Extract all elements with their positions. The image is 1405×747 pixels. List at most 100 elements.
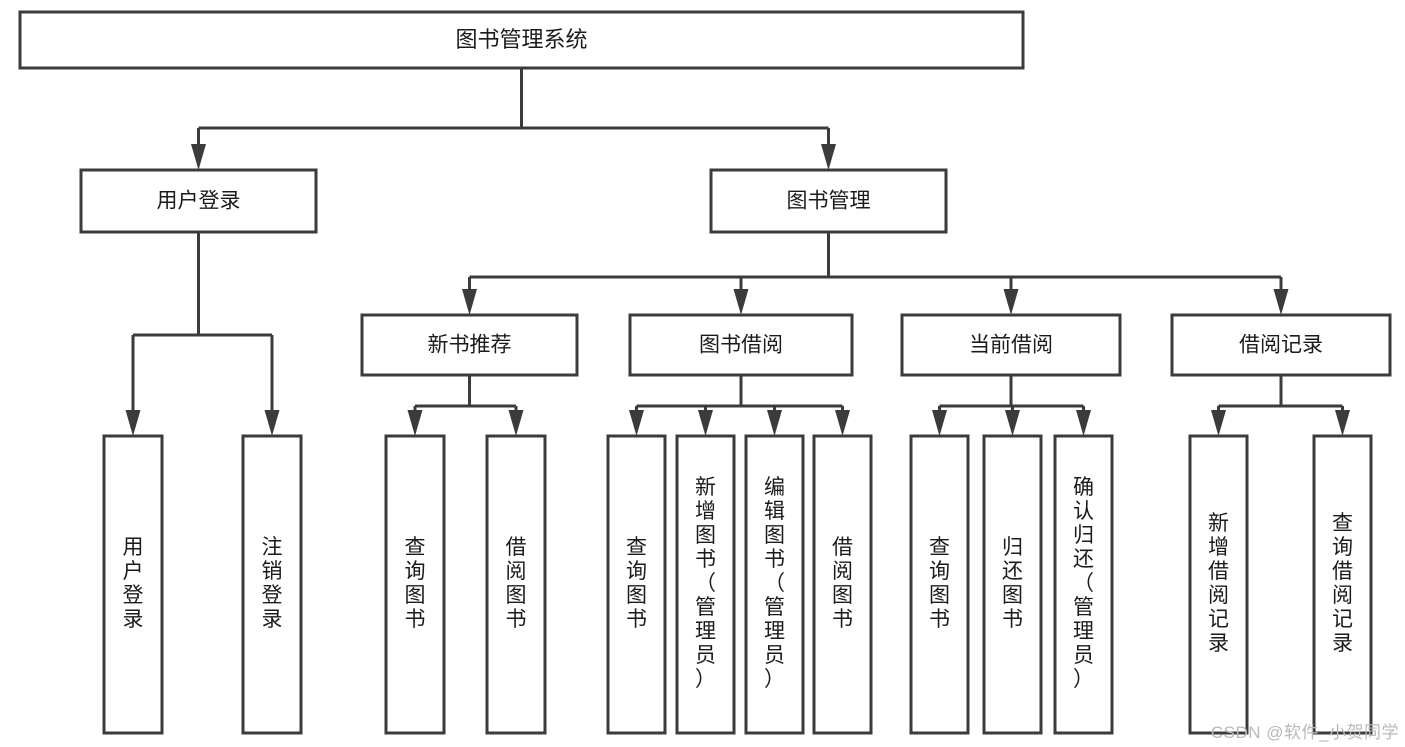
- node-label-char: 书: [506, 608, 527, 631]
- arrow-head: [407, 410, 423, 436]
- node-label-char: （: [1073, 572, 1094, 595]
- node-label-char: 借: [1332, 560, 1353, 583]
- node-label-char: 登: [262, 584, 283, 607]
- node-label: 借阅记录: [1239, 334, 1323, 357]
- node-label-char: 销: [262, 560, 283, 583]
- node-label-char: 增: [1208, 536, 1229, 559]
- node-label-char: 员: [695, 644, 716, 667]
- node-box: [1312, 434, 1373, 735]
- arrow-head: [1076, 410, 1091, 436]
- arrow-head: [821, 144, 836, 170]
- arrow-head: [1005, 410, 1020, 436]
- node-box: [384, 434, 446, 735]
- node-label-char: 书: [764, 548, 785, 571]
- arrow-head: [629, 410, 644, 436]
- node-label-char: 注: [262, 536, 283, 559]
- node-root[interactable]: 图书管理系统: [18, 10, 1025, 70]
- node-current-borrow[interactable]: 当前借阅: [900, 313, 1122, 377]
- node-label-char: 记: [1208, 608, 1229, 631]
- node-label-char: 辑: [764, 500, 785, 523]
- node-label-char: 管: [764, 596, 785, 619]
- node-label-char: 图: [405, 584, 426, 607]
- node-label: 图书管理系统: [455, 27, 587, 52]
- node-box: [909, 434, 970, 735]
- node-label-char: 询: [929, 560, 950, 583]
- node-user-login[interactable]: 用户登录: [79, 168, 318, 234]
- node-box: [485, 434, 547, 735]
- node-label-char: 理: [1073, 620, 1094, 643]
- node-label-char: 理: [764, 620, 785, 643]
- arrow-head: [733, 289, 749, 315]
- node-box: [744, 434, 805, 735]
- node-label-char: 确: [1073, 476, 1094, 499]
- node-label-char: 查: [626, 536, 647, 559]
- node-label-char: 询: [405, 560, 426, 583]
- node-label-char: （: [695, 572, 716, 595]
- node-box: [102, 434, 164, 735]
- node-label-char: 阅: [1208, 584, 1229, 607]
- node-label-char: 新: [695, 476, 716, 499]
- node-label-char: 书: [626, 608, 647, 631]
- node-label-char: 记: [1332, 608, 1353, 631]
- arrow-head: [462, 289, 477, 315]
- node-label-char: 录: [1332, 632, 1353, 655]
- node-label-char: 增: [695, 500, 716, 523]
- node-borrow-records[interactable]: 借阅记录: [1170, 313, 1392, 377]
- node-label-char: 录: [262, 608, 283, 631]
- node-label-char: ）: [695, 668, 716, 691]
- node-box: [812, 434, 873, 735]
- node-label-char: 图: [695, 524, 716, 547]
- node-box: [1170, 313, 1392, 377]
- node-label-char: 归: [1002, 536, 1023, 559]
- node-label-char: 还: [1002, 560, 1023, 583]
- arrow-head: [1273, 289, 1289, 315]
- node-label-char: 用: [123, 536, 144, 559]
- node-box: [675, 434, 736, 735]
- arrow-head: [767, 410, 782, 436]
- node-label-char: 员: [764, 644, 785, 667]
- node-new-book-recommend[interactable]: 新书推荐: [360, 313, 579, 377]
- node-label-char: 书: [929, 608, 950, 631]
- node-book-borrow[interactable]: 图书借阅: [628, 313, 854, 377]
- node-label-char: 借: [506, 536, 527, 559]
- node-label-char: 查: [405, 536, 426, 559]
- arrow-head: [125, 410, 141, 436]
- arrow-head: [698, 410, 713, 436]
- node-label-char: 书: [1002, 608, 1023, 631]
- arrow-head: [932, 410, 947, 436]
- node-user-login-leaf[interactable]: 用户登录: [102, 434, 164, 735]
- arrow-head: [1211, 410, 1226, 436]
- node-box: [606, 434, 667, 735]
- node-label-char: （: [764, 572, 785, 595]
- node-label-char: ）: [1073, 668, 1094, 691]
- node-box: [1053, 434, 1114, 735]
- node-label-char: 录: [123, 608, 144, 631]
- node-label-char: 查: [1332, 512, 1353, 535]
- node-label-char: 查: [929, 536, 950, 559]
- node-label-char: 新: [1208, 512, 1229, 535]
- node-label-char: 图: [626, 584, 647, 607]
- node-label-char: 阅: [832, 560, 853, 583]
- node-label-char: ）: [764, 668, 785, 691]
- node-label-char: 图: [1002, 584, 1023, 607]
- node-label: 当前借阅: [969, 334, 1053, 357]
- node-label-char: 户: [123, 560, 144, 583]
- node-label-char: 阅: [1332, 584, 1353, 607]
- node-label-char: 书: [405, 608, 426, 631]
- node-box: [79, 168, 318, 234]
- node-book-management[interactable]: 图书管理: [709, 168, 948, 234]
- node-box: [982, 434, 1043, 735]
